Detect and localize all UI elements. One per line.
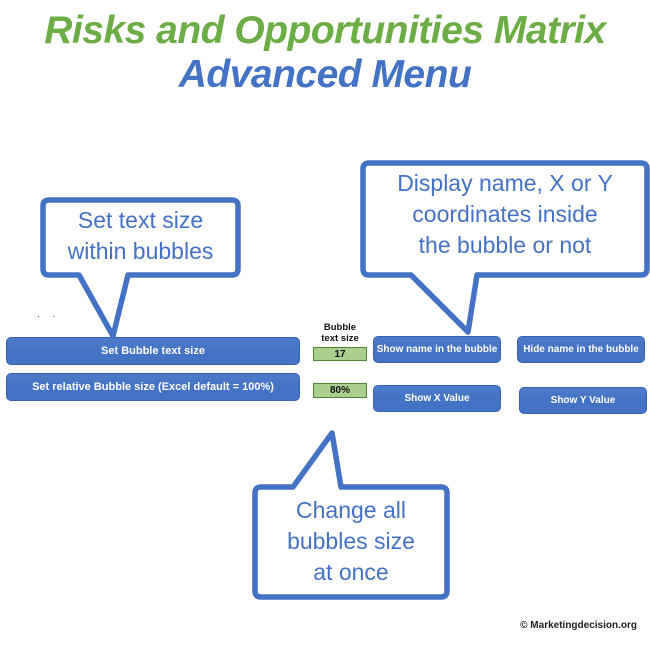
set-relative-bubble-size-button[interactable]: Set relative Bubble size (Excel default … — [6, 373, 300, 401]
set-bubble-text-size-button[interactable]: Set Bubble text size — [6, 337, 300, 365]
copyright-text: © Marketingdecision.org — [520, 620, 637, 631]
callout-change-size-text: Change all bubbles size at once — [287, 497, 415, 586]
callout-display-name-text: Display name, X or Y coordinates inside … — [397, 170, 613, 259]
set-bubble-text-size-label: Set Bubble text size — [101, 345, 205, 357]
relative-bubble-size-input[interactable]: 80% — [313, 383, 367, 398]
show-x-value-label: Show X Value — [404, 393, 470, 404]
hide-name-button[interactable]: Hide name in the bubble — [517, 336, 645, 363]
bubble-text-size-field-label: Bubble text size — [321, 322, 359, 345]
show-y-value-button[interactable]: Show Y Value — [519, 387, 647, 414]
stray-dots: . . — [37, 309, 61, 320]
show-x-value-button[interactable]: Show X Value — [373, 385, 501, 412]
hide-name-label: Hide name in the bubble — [523, 344, 639, 355]
page-title: Risks and Opportunities Matrix — [44, 9, 606, 52]
bubble-text-size-input[interactable]: 17 — [313, 347, 367, 361]
page-subtitle: Advanced Menu — [178, 53, 472, 96]
callout-set-text-size-text: Set text size within bubbles — [67, 207, 214, 265]
show-name-label: Show name in the bubble — [376, 344, 498, 355]
show-name-button[interactable]: Show name in the bubble — [373, 336, 501, 363]
show-y-value-label: Show Y Value — [550, 395, 616, 406]
set-relative-bubble-size-label: Set relative Bubble size (Excel default … — [32, 381, 274, 393]
